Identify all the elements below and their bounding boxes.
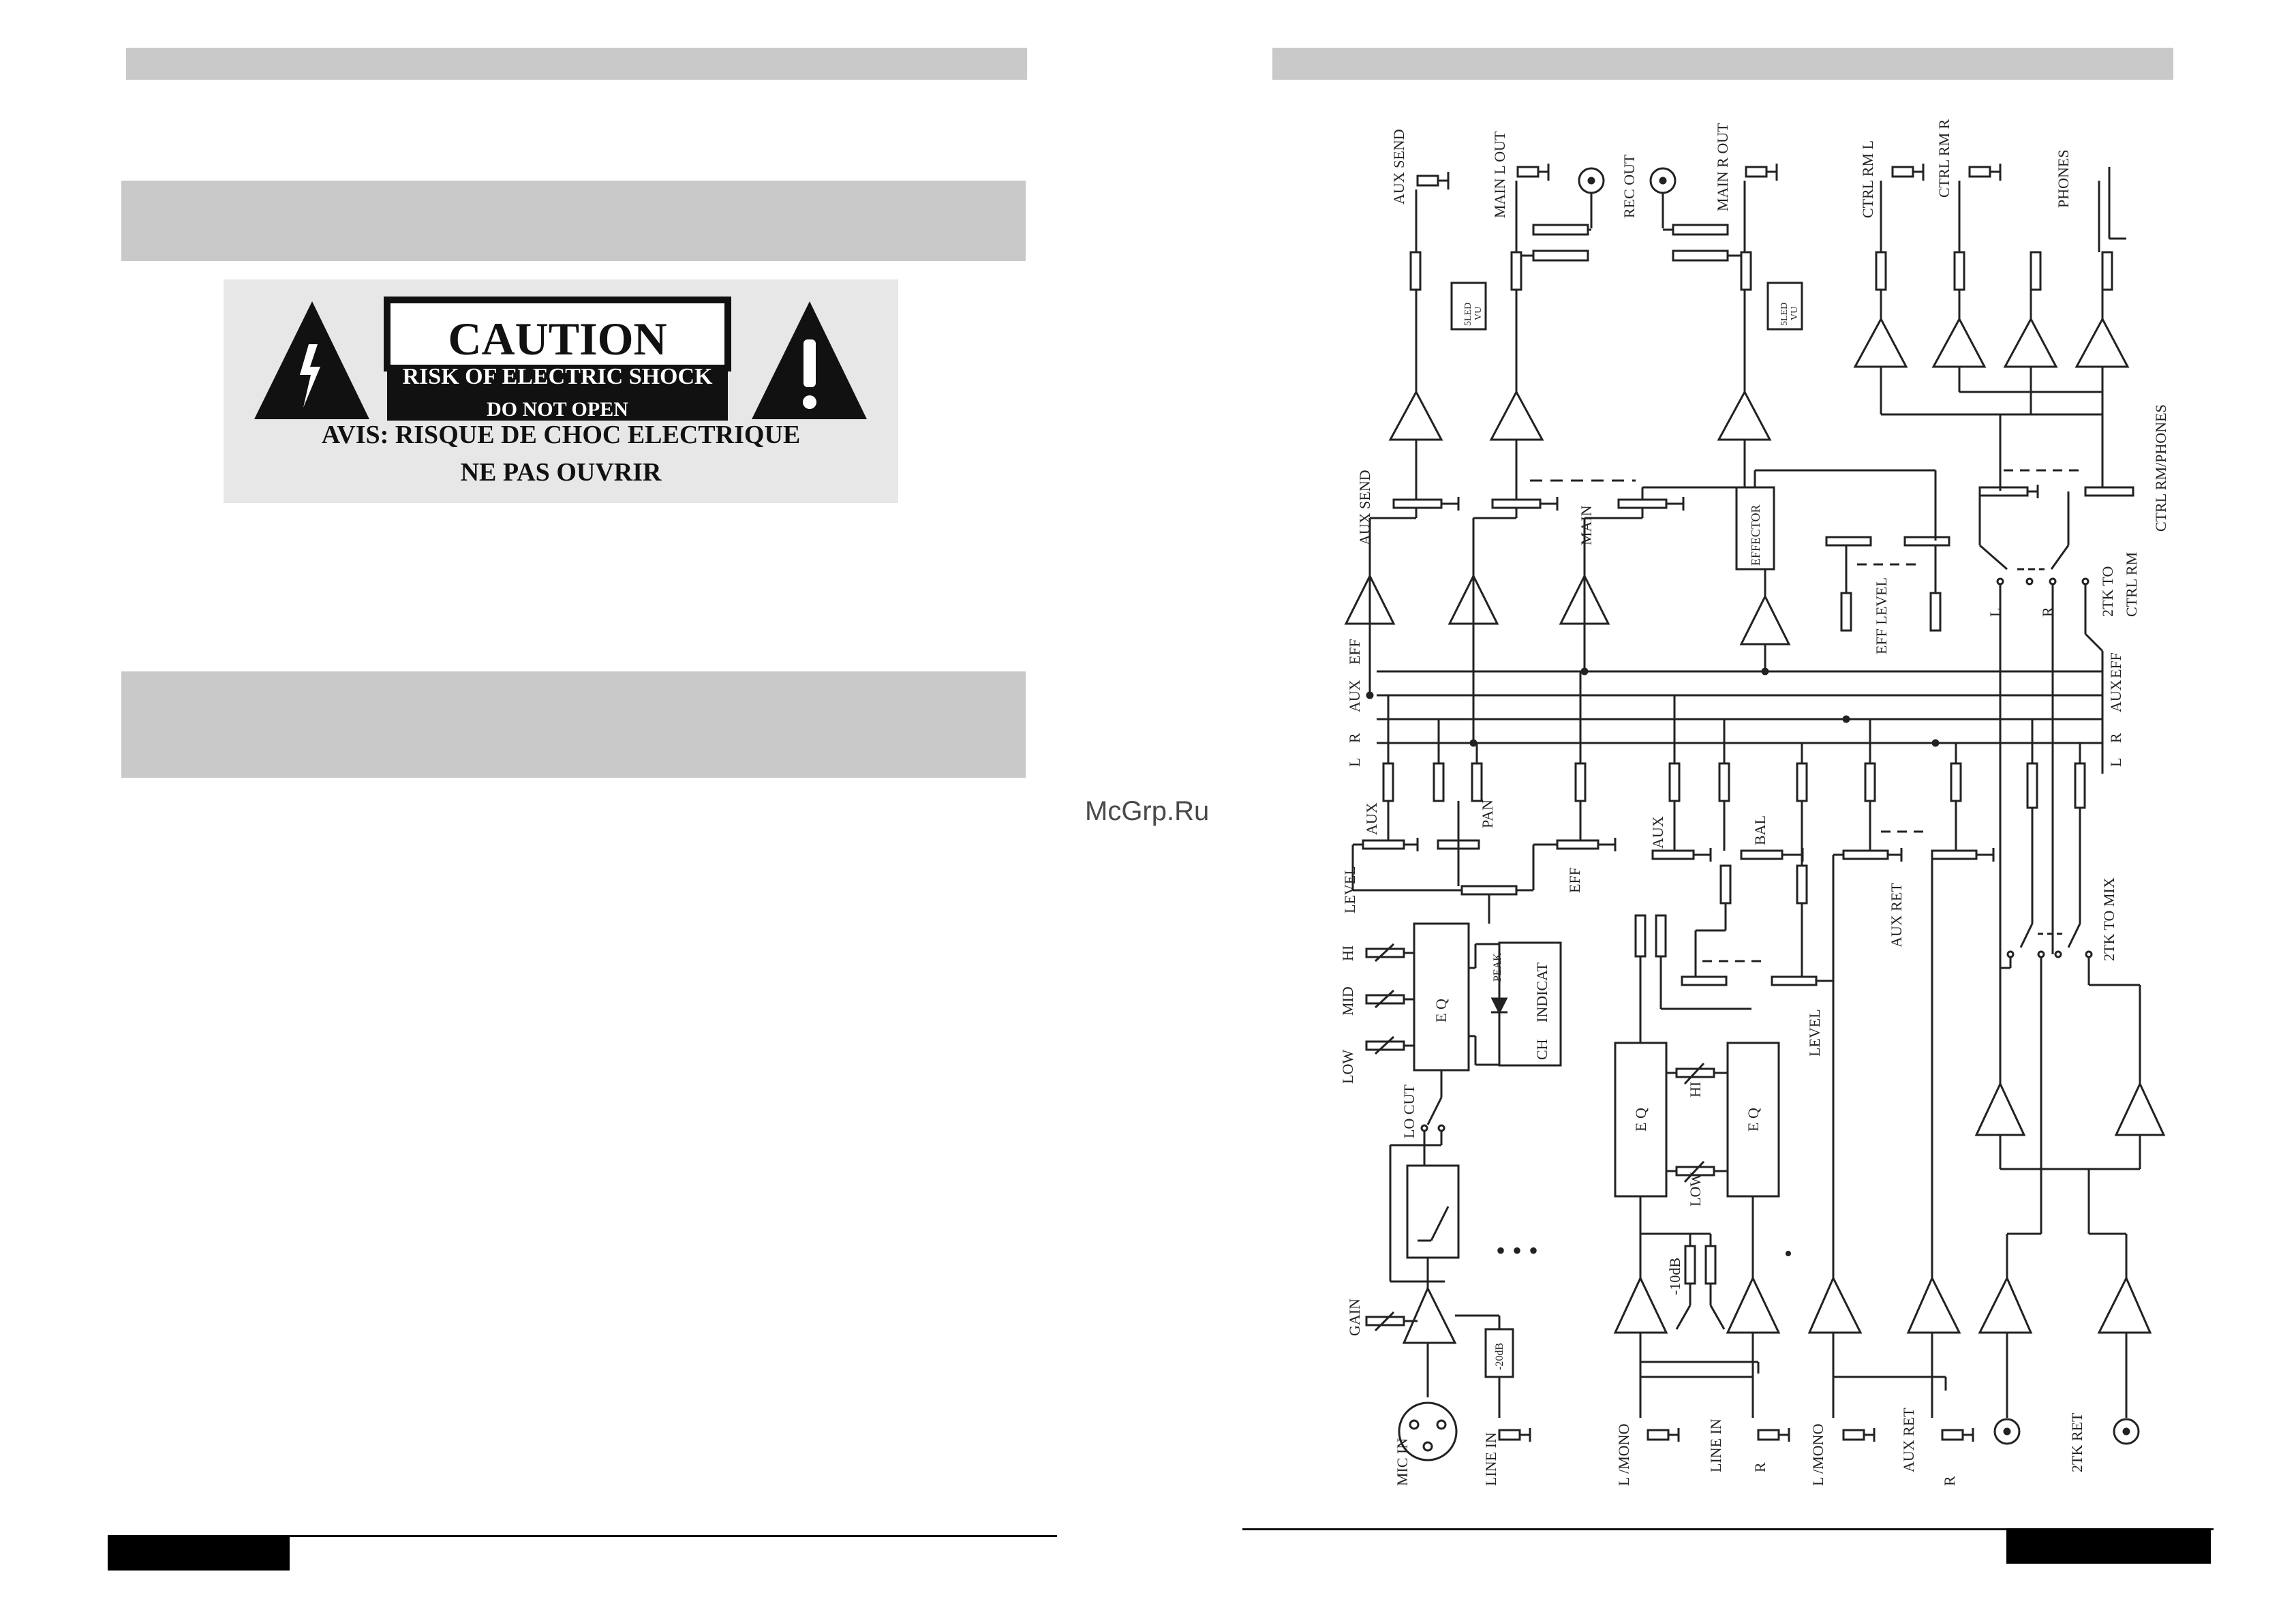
label-stereo-eq-l: E Q: [1632, 1108, 1649, 1132]
label-aux-send-pot: AUX SEND: [1356, 470, 1373, 545]
xlr-mic-in-icon: [1398, 1401, 1458, 1461]
jack-ctrl-rm-r: [1958, 164, 2002, 252]
caution-graphic: CAUTION RISK OF ELECTRIC SHOCK DO NOT OP…: [254, 297, 867, 487]
label-stereo-bal: BAL: [1751, 815, 1769, 845]
label-bus-l-left: L: [1346, 758, 1363, 767]
aux-return: [1807, 719, 1995, 1442]
label-bus-aux-right: AUX: [2107, 680, 2124, 712]
section-bar-1: [121, 181, 1026, 261]
label-ctrl-rm-r: CTRL RM R: [1935, 119, 1953, 198]
jack-main-r-out: [1743, 164, 1778, 252]
label-gain: GAIN: [1346, 1299, 1363, 1336]
label-minus-10db: -10dB: [1666, 1258, 1683, 1295]
label-indicat: INDICAT: [1533, 962, 1550, 1022]
mono-eq-box: [1413, 922, 1470, 1072]
label-line-in-mono: LINE IN: [1482, 1432, 1499, 1486]
label-vu-r-b: VU: [1790, 307, 1800, 320]
lightning-bolt-icon: [300, 344, 320, 408]
caution-line-1: RISK OF ELECTRIC SHOCK: [403, 364, 714, 389]
label-ctrl-rm-phones: CTRL RM/PHONES: [2152, 404, 2169, 532]
footer-block-right: [2006, 1528, 2211, 1564]
label-mono-hi: HI: [1339, 945, 1356, 961]
label-aux-send-out: AUX SEND: [1390, 129, 1407, 204]
label-ctrl-rm: CTRL RM: [2123, 552, 2140, 617]
label-mono-low: LOW: [1339, 1050, 1356, 1084]
footer-block-left: [108, 1535, 290, 1571]
label-mono-level: LEVEL: [1341, 866, 1358, 913]
label-main-pot: MAIN: [1578, 505, 1595, 545]
caution-line-4: NE PAS OUVRIR: [461, 458, 662, 487]
label-main-l-out: MAIN L OUT: [1491, 131, 1508, 218]
label-bus-eff-right: EFF: [2107, 652, 2124, 678]
mix-buses: [1377, 670, 2102, 744]
output-amps: [1388, 316, 2130, 441]
label-rec-out: REC OUT: [1621, 154, 1638, 218]
label-mic-in: MIC IN: [1394, 1438, 1411, 1486]
watermark: McGrp.Ru: [1085, 796, 1210, 826]
label-stereo-dot: •: [1784, 1241, 1792, 1266]
label-stereo-low: LOW: [1687, 1172, 1704, 1207]
label-bus-eff-left: EFF: [1346, 639, 1363, 665]
label-lo-cut: LO CUT: [1400, 1084, 1418, 1138]
header-bar-left: [126, 48, 1027, 80]
label-vu-r-a: 5LED: [1779, 303, 1790, 326]
label-mono-eq: E Q: [1433, 999, 1450, 1022]
label-aux-ret: AUX RET: [1888, 883, 1905, 947]
label-ctrl-rm-l: CTRL RM L: [1859, 140, 1876, 218]
label-mono-pan: PAN: [1479, 800, 1496, 828]
label-stereo-level: LEVEL: [1806, 1009, 1823, 1057]
label-bus-aux-left: AUX: [1346, 680, 1363, 712]
label-aux-ret-jack: AUX RET: [1900, 1408, 1917, 1472]
label-main-r-out: MAIN R OUT: [1714, 123, 1731, 211]
caution-line-2: DO NOT OPEN: [487, 398, 628, 421]
label-bus-l-right: L: [2107, 758, 2124, 767]
jack-aux-send: [1415, 172, 1450, 252]
label-stereo-aux: AUX: [1649, 816, 1666, 849]
jack-main-l-out: [1515, 164, 1550, 252]
footer-rule-right: [1242, 1528, 2214, 1530]
label-stereo-l-mono: L /MONO: [1615, 1424, 1632, 1486]
label-mono-eff: EFF: [1566, 867, 1583, 893]
label-aux-ret-l-mono: L /MONO: [1809, 1424, 1826, 1486]
footer-rule-left: [108, 1535, 1057, 1537]
label-phones: PHONES: [2055, 149, 2072, 208]
rca-rec-out-l: [1578, 167, 1605, 228]
label-stereo-line-in: LINE IN: [1707, 1419, 1724, 1472]
label-mono-aux: AUX: [1363, 802, 1380, 835]
label-peak: PEAK: [1492, 953, 1503, 982]
label-switch-r: R: [2039, 607, 2056, 617]
mono-channel: [1351, 671, 1617, 1461]
label-vu-l-b: VU: [1473, 307, 1484, 320]
label-stereo-hi: HI: [1687, 1082, 1704, 1097]
jack-phones: [2098, 167, 2126, 252]
caution-line-3: AVIS: RISQUE DE CHOC ELECTRIQUE: [322, 421, 800, 449]
caution-title: CAUTION: [448, 313, 667, 365]
jack-ctrl-rm-l: [1880, 164, 1925, 252]
label-2tk-to-mix: 2TK TO MIX: [2100, 877, 2117, 961]
section-bar-2: [121, 671, 1026, 778]
label-bus-r-right: R: [2107, 733, 2124, 743]
label-bus-r-left: R: [1346, 733, 1363, 743]
label-minus-20db: -20dB: [1494, 1343, 1505, 1370]
header-bar-right: [1272, 48, 2173, 80]
label-stereo-eq-r: E Q: [1745, 1108, 1762, 1132]
label-effector: EFFECTOR: [1749, 504, 1762, 566]
stereo-channel: [1613, 695, 1835, 1442]
label-aux-ret-r: R: [1941, 1476, 1958, 1486]
rca-rec-out-r: [1649, 167, 1677, 228]
label-ch: CH: [1533, 1039, 1550, 1060]
two-track: [1974, 617, 2166, 1445]
label-2tk-to: 2TK TO: [2099, 566, 2116, 617]
label-2tk-ret: 2TK RET: [2068, 1412, 2085, 1472]
label-switch-l: L: [1987, 608, 2004, 617]
label-eff-level: EFF LEVEL: [1873, 577, 1890, 654]
label-stereo-r: R: [1751, 1462, 1769, 1472]
label-dots: • • •: [1496, 1235, 1538, 1266]
label-mono-mid: MID: [1339, 986, 1356, 1016]
ch-indicator-box: [1498, 941, 1562, 1067]
label-vu-l-a: 5LED: [1463, 303, 1473, 326]
caution-label: CAUTION RISK OF ELECTRIC SHOCK DO NOT OP…: [224, 279, 898, 503]
